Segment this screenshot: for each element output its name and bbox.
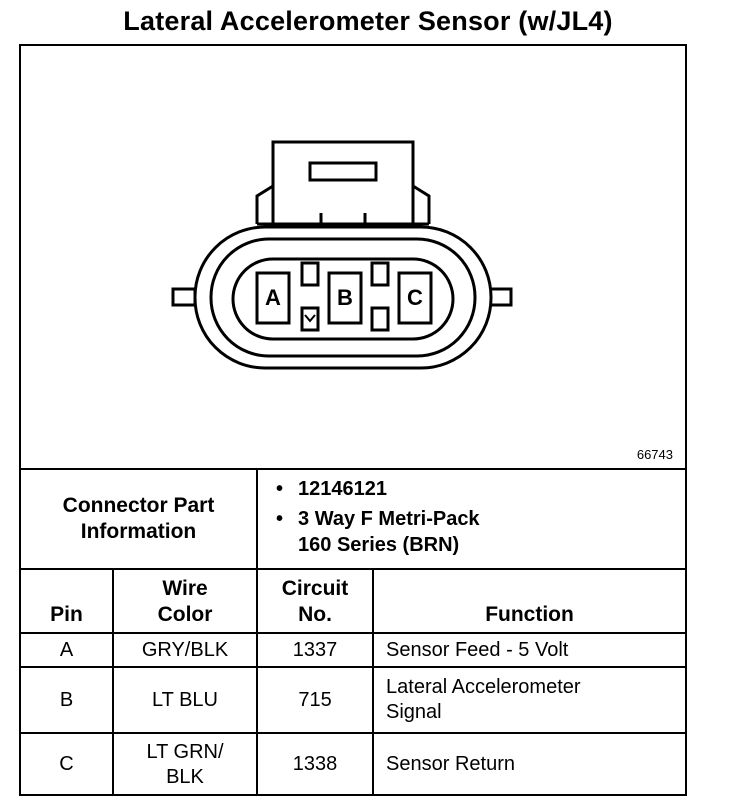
lock-window-1 [300,261,320,287]
function-cell: Sensor Return [372,732,686,795]
figure-id: 66743 [636,447,673,462]
lock-window-2 [300,306,320,332]
cavity-a [255,271,291,325]
latch-housing [271,140,415,226]
connector-part-row: Connector Part Information •12146121 •3 … [21,468,686,570]
lock-window-4 [370,306,390,332]
circuit-cell: 1337 [256,632,375,668]
function-cell: Sensor Feed - 5 Volt [372,632,686,668]
connector-part-values: •12146121 •3 Way F Metri-Pack 160 Series… [256,468,686,570]
page-title: Lateral Accelerometer Sensor (w/JL4) [123,6,613,36]
cavity-c [397,271,433,325]
cavity-b [327,271,363,325]
description-line: •3 Way F Metri-Pack [276,508,480,530]
wire-color-cell: LT GRN/BLK [111,732,259,795]
pin-cell: A [21,632,114,668]
connector-frame: A B C 66743 Connector Part Information •… [19,44,687,796]
table-row: C LT GRN/BLK 1338 Sensor Return [21,732,686,795]
connector-inner-shell [231,257,455,341]
housing-shoulder [255,184,431,224]
part-number-line: •12146121 [276,478,387,500]
pin-label-a: A [265,285,281,310]
pin-label-c: C [407,285,423,310]
circuit-cell: 715 [256,666,375,734]
connector-info-table: Connector Part Information •12146121 •3 … [21,468,686,795]
col-header-function: Function [372,568,686,634]
connector-mid-shell [209,237,477,358]
table-row: A GRY/BLK 1337 Sensor Feed - 5 Volt [21,632,686,668]
description-line-2: 160 Series (BRN) [298,534,460,556]
wire-color-cell: LT BLU [111,666,259,734]
connector-outer-shell [193,225,493,370]
left-tab [171,287,197,307]
connector-figure: A B C 66743 [21,46,685,468]
latch-slot [308,161,378,182]
connector-drawing: A B C [171,140,513,370]
col-header-pin: Pin [21,568,114,634]
pin-cell: B [21,666,114,734]
wire-color-cell: GRY/BLK [111,632,259,668]
pin-cell: C [21,732,114,795]
lock-window-3 [370,261,390,287]
pin-label-b: B [337,285,353,310]
connector-part-label: Connector Part Information [21,468,259,570]
circuit-cell: 1338 [256,732,375,795]
